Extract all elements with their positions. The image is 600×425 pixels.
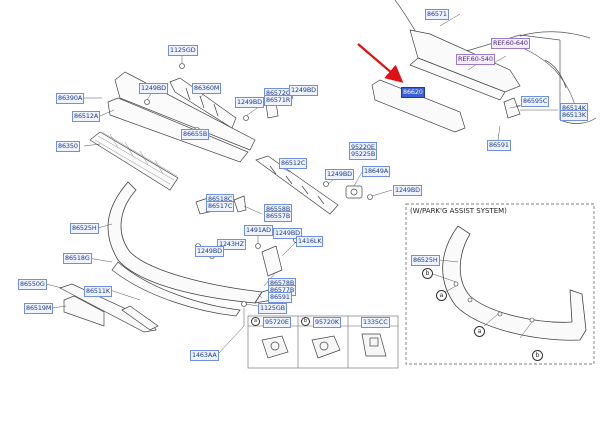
part-label[interactable]: 86518G [63,253,92,264]
part-label[interactable]: 86511K [84,286,112,297]
legend-letter-a: a [251,317,260,326]
lower-grille [255,155,339,215]
part-label[interactable]: 1243HZ [217,239,246,250]
legend-part-label[interactable]: 95720E [263,317,291,328]
part-label[interactable]: 86513K [560,110,588,121]
callout-b: b [422,268,433,279]
part-label[interactable]: 95225B [349,149,378,160]
part-label[interactable]: 86655B [181,129,210,140]
highlighted-part-label[interactable]: 86620 [401,87,425,98]
reference-label[interactable]: REF.60-640 [491,38,530,49]
part-label[interactable]: 86360M [192,83,222,94]
part-label[interactable]: 86350 [56,141,80,152]
grille-mesh [94,131,178,185]
radiator-grille [89,71,256,191]
part-label[interactable]: 1416LK [296,236,324,247]
part-label[interactable]: 86571R [264,95,293,106]
part-label[interactable]: 86595C [521,96,550,107]
part-label[interactable]: 86550G [18,279,47,290]
legend-parts [261,333,387,359]
part-label[interactable]: 1249BD [195,246,224,257]
inset-box [405,203,595,365]
part-label[interactable]: 1125GB [258,303,288,314]
part-label[interactable]: 86525H [70,223,99,234]
part-label[interactable]: 1491AD [244,225,273,236]
part-label[interactable]: 1463AA [190,350,219,361]
part-label[interactable]: 18649A [362,166,391,177]
part-label[interactable]: 1249BD [325,169,354,180]
part-label[interactable]: 1249BD [273,228,302,239]
callout-a: a [474,326,485,337]
part-label[interactable]: 86517C [206,201,235,212]
inset-title: (W/PARK'G ASSIST SYSTEM) [410,207,507,215]
legend-letter-b: b [301,317,310,326]
part-label[interactable]: 86591 [268,292,292,303]
inset-leader-lines [432,259,533,339]
callout-a: a [436,290,447,301]
inset-bumper [442,225,587,341]
part-label[interactable]: 1125GD [168,45,198,56]
part-label[interactable]: 86390A [56,93,85,104]
legend-part-label[interactable]: 95720K [313,317,341,328]
upper-grille-panel [169,77,237,129]
part-label[interactable]: 86525H [411,255,440,266]
part-label[interactable]: 1249BD [235,97,264,108]
legend-part-label[interactable]: 1335CC [361,317,390,328]
part-label[interactable]: 1249BD [139,83,168,94]
front-bumper-cover [107,181,277,304]
part-label[interactable]: 86512C [279,158,308,169]
license-plate-bracket [63,295,105,327]
part-label[interactable]: 86557B [264,211,293,222]
part-label[interactable]: 1249BD [289,85,318,96]
part-label[interactable]: 86591 [487,140,511,151]
lower-bumper-strip [111,261,241,317]
inset-sensors [453,281,535,323]
part-label[interactable]: 86512A [72,111,101,122]
callout-b: b [532,350,543,361]
highlight-arrow [357,43,404,83]
part-label[interactable]: 86571 [425,9,449,20]
part-label[interactable]: 86519M [24,303,54,314]
fog-lamp-bracket [345,185,363,199]
part-label[interactable]: 1249BD [393,185,422,196]
reference-label[interactable]: REF.60-540 [456,54,495,65]
